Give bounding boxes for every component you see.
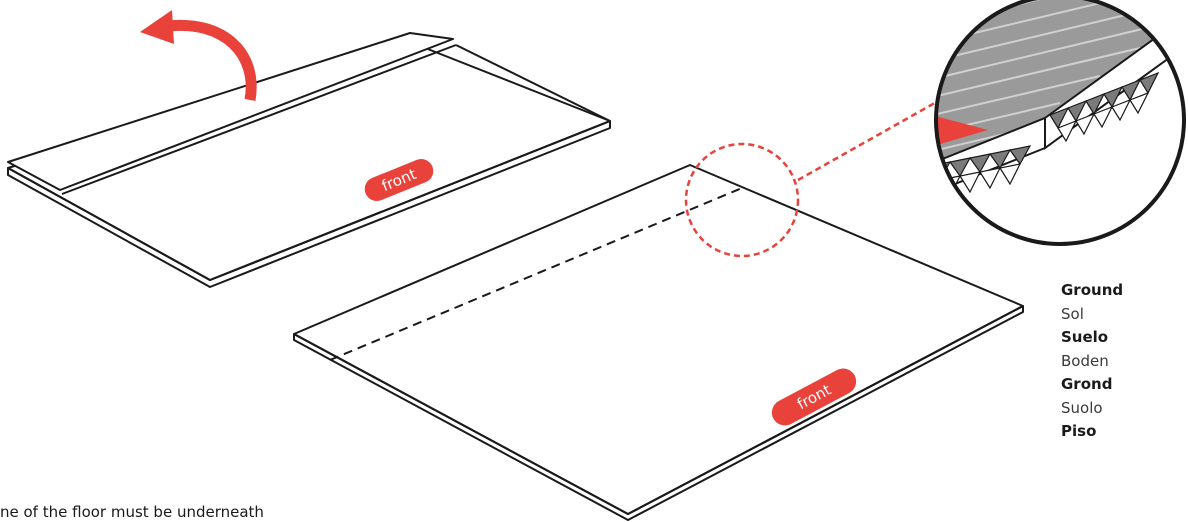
corrugated-zoom-view: [934, 0, 1186, 246]
bottom-board: [293, 164, 1024, 521]
fold-arrow-icon: [140, 10, 257, 101]
language-list: Ground Sol Suelo Boden Grond Suolo Piso: [1061, 279, 1123, 444]
folded-flap: [7, 32, 454, 191]
top-board: [7, 32, 611, 288]
language-label: Suolo: [1061, 398, 1103, 417]
language-label: Grond: [1061, 375, 1113, 393]
language-label: Boden: [1061, 351, 1109, 370]
language-label: Suelo: [1061, 328, 1109, 346]
detail-callout-circle: [684, 142, 800, 258]
detail-callout-leader: [797, 98, 941, 182]
language-label: Ground: [1061, 281, 1124, 299]
instruction-caption: ne of the floor must be underneath: [0, 503, 264, 521]
language-label: Piso: [1061, 422, 1097, 440]
language-label: Sol: [1061, 304, 1084, 323]
